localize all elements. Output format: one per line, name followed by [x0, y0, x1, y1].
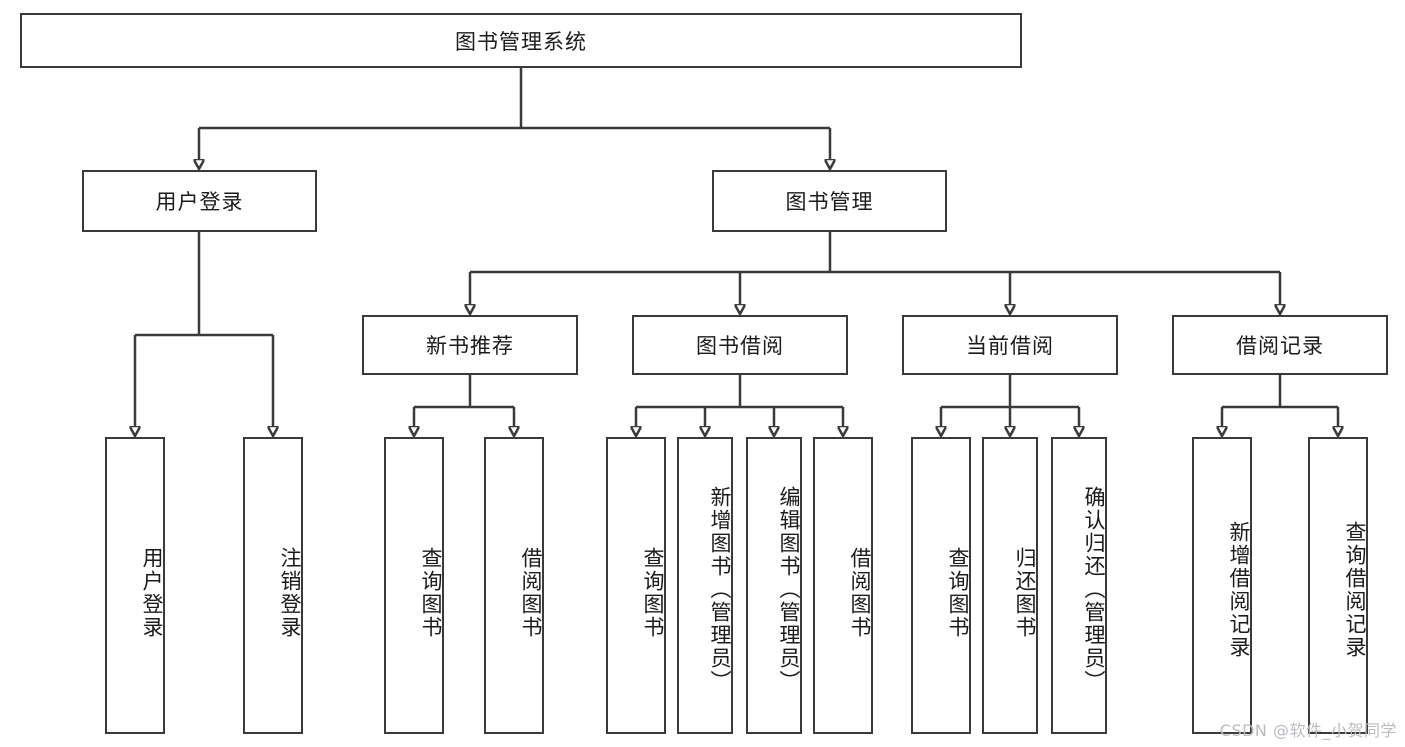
node-label: 图书管理系统 [455, 29, 587, 54]
node-label: 当前借阅 [966, 334, 1054, 358]
leaf-new-book-query-books[interactable]: 查询图书 [384, 437, 444, 734]
node-label: 新增借阅记录 [1227, 520, 1251, 659]
leaf-book-borrow-add-book-admin[interactable]: 新增图书（管理员） [677, 437, 733, 734]
leaf-book-borrow-query-books[interactable]: 查询图书 [606, 437, 666, 734]
node-label: 用户登录 [155, 190, 244, 214]
node-label: 借阅图书 [848, 546, 872, 639]
node-label: 图书管理 [785, 190, 874, 214]
node-label: 查询借阅记录 [1343, 520, 1367, 659]
leaf-new-book-borrow-books[interactable]: 借阅图书 [484, 437, 544, 734]
leaf-current-borrow-query-books[interactable]: 查询图书 [911, 437, 971, 734]
node-root-book-management-system[interactable]: 图书管理系统 [20, 13, 1022, 68]
leaf-book-borrow-edit-book-admin[interactable]: 编辑图书（管理员） [746, 437, 802, 734]
node-label: 图书借阅 [696, 334, 784, 358]
node-label: 新增图书（管理员） [708, 486, 732, 693]
leaf-current-borrow-return-books[interactable]: 归还图书 [982, 437, 1038, 734]
leaf-book-borrow-borrow-books[interactable]: 借阅图书 [813, 437, 873, 734]
node-label: 查询图书 [641, 546, 665, 639]
node-label: 注销登录 [278, 546, 302, 639]
node-label: 确认归还（管理员） [1082, 486, 1106, 693]
leaf-user-login-logout[interactable]: 注销登录 [243, 437, 303, 734]
node-label: 借阅图书 [519, 546, 543, 639]
node-book-borrowing[interactable]: 图书借阅 [632, 315, 848, 375]
node-label: 新书推荐 [426, 334, 514, 358]
node-label: 借阅记录 [1236, 334, 1324, 358]
node-borrowing-records[interactable]: 借阅记录 [1172, 315, 1388, 375]
node-user-login[interactable]: 用户登录 [82, 170, 317, 232]
node-current-borrowing[interactable]: 当前借阅 [902, 315, 1118, 375]
node-label: 查询图书 [946, 546, 970, 639]
leaf-current-borrow-confirm-return-admin[interactable]: 确认归还（管理员） [1051, 437, 1107, 734]
node-book-management[interactable]: 图书管理 [712, 170, 947, 232]
node-label: 归还图书 [1013, 546, 1037, 639]
leaf-user-login-login[interactable]: 用户登录 [105, 437, 165, 734]
node-label: 用户登录 [140, 546, 164, 639]
csdn-watermark: CSDN @软件_小贺同学 [1219, 721, 1397, 740]
leaf-record-add-borrow-record[interactable]: 新增借阅记录 [1192, 437, 1252, 734]
leaf-record-query-borrow-record[interactable]: 查询借阅记录 [1308, 437, 1368, 734]
node-label: 查询图书 [419, 546, 443, 639]
node-label: 编辑图书（管理员） [777, 486, 801, 693]
node-new-book-recommendation[interactable]: 新书推荐 [362, 315, 578, 375]
